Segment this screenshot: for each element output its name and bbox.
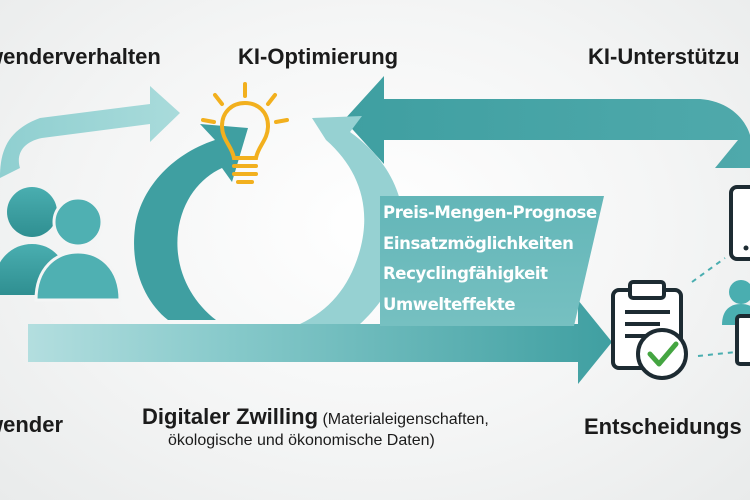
connector-lines: [691, 257, 737, 357]
digital-twin-subtitle-line2: ökologische und ökonomische Daten): [168, 432, 435, 449]
ki-cycle-arc-light: [300, 116, 404, 324]
monitor-icon: [735, 314, 750, 366]
user-label: wender: [0, 412, 64, 437]
digital-twin-caption: Digitaler Zwilling (Materialeigenschafte…: [142, 404, 562, 450]
digital-twin-title: Digitaler Zwilling: [142, 404, 319, 429]
ki-support-label: KI-Unterstützu: [588, 44, 740, 69]
ki-cycle-arc-dark: [134, 124, 248, 320]
user-behavior-label: wenderverhalten: [0, 44, 161, 69]
decision-label: Entscheidungs: [584, 414, 742, 439]
digital-twin-arrow: [28, 300, 612, 384]
tablet-icon: [729, 185, 750, 261]
clipboard-check-icon: [611, 280, 688, 380]
topic-price-quantity-forecast: Preis-Mengen-Prognose: [383, 203, 597, 222]
lightbulb-icon: [201, 82, 289, 184]
topics-list: Preis-Mengen-Prognose Einsatzmöglichkeit…: [383, 198, 597, 320]
users-icon: [0, 187, 122, 302]
user-behavior-arrow: [0, 86, 180, 178]
topic-usage-options: Einsatzmöglichkeiten: [383, 233, 574, 253]
ki-optimization-label: KI-Optimierung: [238, 44, 399, 69]
topics-panel: [380, 196, 604, 326]
topic-recyclability: Recyclingfähigkeit: [383, 264, 548, 283]
digital-twin-subtitle-line1: (Materialeigenschaften,: [322, 411, 489, 428]
topic-environmental-effects: Umwelteffekte: [383, 294, 516, 314]
ki-support-arrow: [344, 76, 750, 168]
